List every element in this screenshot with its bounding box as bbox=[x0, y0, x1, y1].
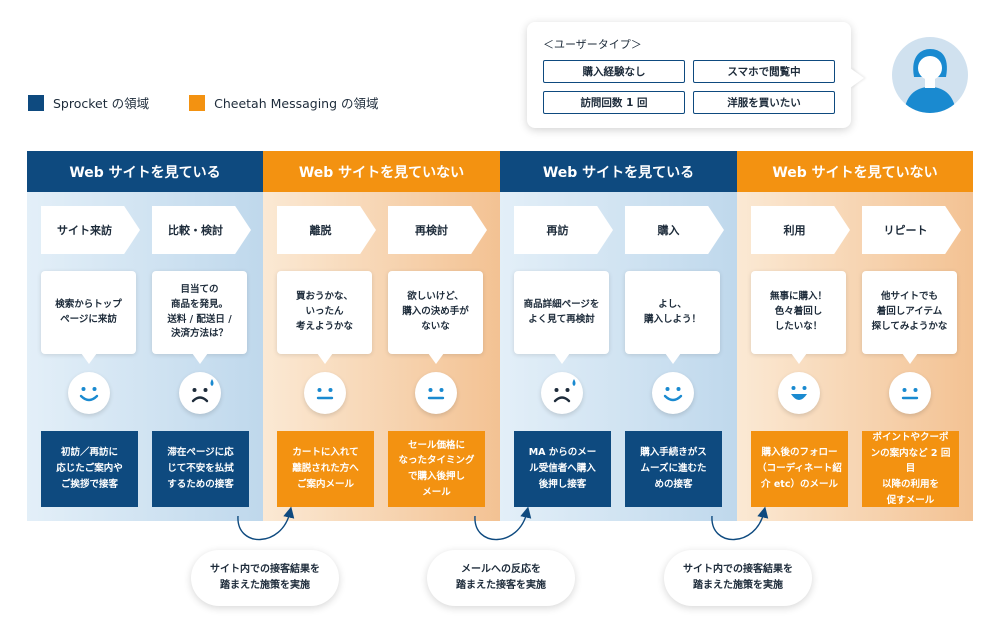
stage-step: 離脱 bbox=[277, 206, 376, 254]
user-tag: 購入経験なし bbox=[543, 60, 685, 83]
action-box-sprocket: MA からのメー ル受信者へ購入 後押し接客 bbox=[514, 431, 611, 507]
feedback-note: メールへの反応を 踏まえた接客を実施 bbox=[427, 550, 575, 606]
thought-bubble: 欲しいけど、 購入の決め手が ないな bbox=[388, 271, 483, 364]
happy-face-icon bbox=[778, 372, 820, 414]
legend-swatch-blue bbox=[28, 94, 44, 111]
thought-bubble: 買おうかな、 いったん 考えようかな bbox=[277, 271, 372, 364]
feedback-note: サイト内での接客結果を 踏まえた施策を実施 bbox=[191, 550, 339, 606]
legend-swatch-orange bbox=[189, 94, 206, 111]
stage-step: 比較・検討 bbox=[152, 206, 251, 254]
user-tag: スマホで閲覧中 bbox=[693, 60, 835, 83]
thought-bubble: よし、 購入しよう！ bbox=[625, 271, 720, 364]
legend-item-cheetah: Cheetah Messaging の領域 bbox=[189, 93, 379, 112]
stage-step: サイト来訪 bbox=[41, 206, 140, 254]
neutral-face-icon bbox=[304, 372, 346, 414]
action-box-sprocket: 滞在ページに応 じて不安を払拭 するための接客 bbox=[152, 431, 249, 507]
thought-bubble: 検索からトップ ページに来訪 bbox=[41, 271, 136, 364]
action-box-cheetah: カートに入れて 離脱された方へ ご案内メール bbox=[277, 431, 374, 507]
legend-label: Cheetah Messaging の領域 bbox=[214, 96, 379, 111]
thought-bubble: 無事に購入！ 色々着回し したいな！ bbox=[751, 271, 846, 364]
action-box-sprocket: 購入手続きがス ムーズに進むた めの接客 bbox=[625, 431, 722, 507]
action-box-cheetah: 購入後のフォロー （コーディネート紹 介 etc）のメール bbox=[751, 431, 848, 507]
neutral-face-icon bbox=[889, 372, 931, 414]
worried-face-icon bbox=[541, 372, 583, 414]
feedback-note: サイト内での接客結果を 踏まえた施策を実施 bbox=[664, 550, 812, 606]
smile-face-icon bbox=[68, 372, 110, 414]
legend: Sprocket の領域 Cheetah Messaging の領域 bbox=[28, 93, 419, 112]
neutral-face-icon bbox=[415, 372, 457, 414]
user-tag: 訪問回数 1 回 bbox=[543, 91, 685, 114]
column-header-web-not-visiting: Web サイトを見ていない bbox=[737, 151, 973, 192]
worried-face-icon bbox=[179, 372, 221, 414]
thought-bubble: 目当ての 商品を発見。 送料 / 配送日 / 決済方法は？ bbox=[152, 271, 247, 364]
user-tag: 洋服を買いたい bbox=[693, 91, 835, 114]
stage-step: リピート bbox=[862, 206, 961, 254]
legend-label: Sprocket の領域 bbox=[53, 96, 150, 111]
stage-step: 再訪 bbox=[514, 206, 613, 254]
action-box-cheetah: セール価格に なったタイミング で購入後押し メール bbox=[388, 431, 485, 507]
smile-face-icon bbox=[652, 372, 694, 414]
column-header-web-visiting: Web サイトを見ている bbox=[27, 151, 263, 192]
user-avatar-icon bbox=[892, 37, 968, 113]
thought-bubble: 商品詳細ページを よく見て再検討 bbox=[514, 271, 609, 364]
stage-step: 購入 bbox=[625, 206, 724, 254]
column-header-web-not-visiting: Web サイトを見ていない bbox=[263, 151, 500, 192]
user-type-tags: 購入経験なし スマホで閲覧中 訪問回数 1 回 洋服を買いたい bbox=[543, 60, 835, 114]
user-type-title: ＜ユーザータイプ＞ bbox=[543, 38, 642, 51]
action-box-sprocket: 初訪／再訪に 応じたご案内や ご挨拶で接客 bbox=[41, 431, 138, 507]
column-header-web-visiting: Web サイトを見ている bbox=[500, 151, 737, 192]
action-box-cheetah: ポイントやクーポ ンの案内など 2 回目 以降の利用を 促すメール bbox=[862, 431, 959, 507]
stage-step: 利用 bbox=[751, 206, 850, 254]
stage-step: 再検討 bbox=[388, 206, 487, 254]
user-type-card: ＜ユーザータイプ＞ 購入経験なし スマホで閲覧中 訪問回数 1 回 洋服を買いた… bbox=[527, 22, 851, 128]
thought-bubble: 他サイトでも 着回しアイテム 探してみようかな bbox=[862, 271, 957, 364]
legend-item-sprocket: Sprocket の領域 bbox=[28, 93, 149, 112]
